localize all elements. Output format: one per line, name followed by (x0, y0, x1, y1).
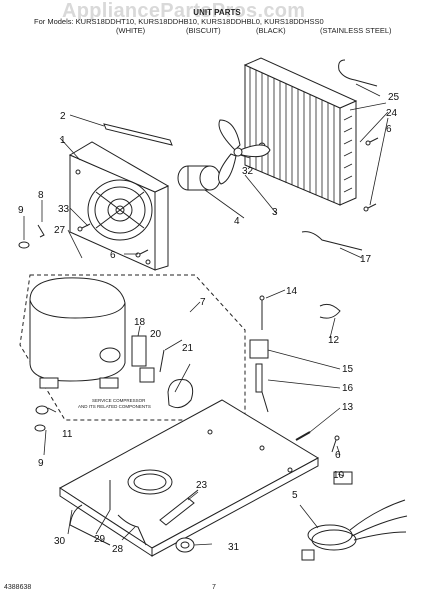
callout-8: 8 (38, 190, 44, 201)
callout-9-bottom: 9 (38, 458, 44, 469)
color-stainless: (STAINLESS STEEL) (320, 26, 392, 35)
callout-30: 30 (54, 536, 66, 547)
compressor (29, 277, 126, 389)
connector-13 (295, 431, 311, 441)
callout-3: 3 (272, 207, 278, 218)
callout-6-top: 6 (386, 124, 392, 135)
service-note-line-2: AND ITS RELATED COMPONENTS (78, 404, 151, 409)
grommets (18, 241, 49, 432)
callout-18: 18 (134, 317, 146, 328)
callout-23: 23 (196, 480, 208, 491)
process-tube-28 (117, 514, 147, 546)
power-cord (301, 499, 408, 561)
callout-16: 16 (342, 383, 354, 394)
callout-32: 32 (242, 166, 254, 177)
callout-24: 24 (386, 108, 398, 119)
callout-14: 14 (286, 286, 298, 297)
color-biscuit: (BISCUIT) (186, 26, 221, 35)
drier (159, 489, 199, 526)
relay-overload (131, 335, 194, 409)
callout-11: 11 (62, 429, 73, 440)
doc-number: 4388638 (4, 584, 32, 591)
callout-28: 28 (112, 544, 124, 555)
callout-25: 25 (388, 92, 400, 103)
base-pan (59, 399, 320, 557)
callout-numbers: 1 2 3 4 5 6 6 6 7 8 9 9 10 11 12 13 14 1… (18, 92, 400, 555)
callout-15: 15 (342, 364, 354, 375)
callout-29: 29 (94, 534, 106, 545)
service-note-line-1: SERVICE COMPRESSOR (92, 398, 146, 403)
callout-1: 1 (60, 135, 66, 146)
callout-12: 12 (328, 335, 340, 346)
callout-20: 20 (150, 329, 162, 340)
callout-31: 31 (228, 542, 240, 553)
gasket (103, 123, 173, 146)
tube-25 (338, 59, 378, 87)
callout-4: 4 (234, 216, 240, 227)
thermostat (249, 295, 269, 413)
callout-10: 10 (333, 470, 345, 481)
leader-lines (23, 83, 389, 546)
fan-motor (177, 165, 229, 191)
bracket-10 (333, 471, 353, 485)
process-tube-30 (69, 504, 111, 546)
service-note: SERVICE COMPRESSOR AND ITS RELATED COMPO… (78, 398, 151, 409)
tubing-12 (319, 303, 341, 319)
fan-shroud (68, 141, 170, 271)
callout-21: 21 (182, 343, 194, 354)
watermark: AppliancePartsPros.com (62, 0, 306, 22)
callout-17: 17 (360, 254, 372, 265)
callout-27: 27 (54, 225, 66, 236)
color-black: (BLACK) (256, 26, 286, 35)
callout-33: 33 (58, 204, 70, 215)
callout-13: 13 (342, 402, 354, 413)
color-white: (WHITE) (116, 26, 146, 35)
callout-6-base: 6 (335, 450, 341, 461)
callout-2: 2 (60, 111, 66, 122)
callout-6-shroud: 6 (110, 250, 116, 261)
fan-blade (218, 119, 271, 185)
screws (77, 137, 379, 453)
wire-harness-17 (301, 231, 363, 251)
callout-5: 5 (292, 490, 298, 501)
page-title: UNIT PARTS (193, 8, 241, 17)
condenser (243, 57, 358, 206)
page-number: 7 (212, 584, 216, 591)
callout-7: 7 (200, 297, 206, 308)
foot (175, 537, 195, 553)
callout-9-top: 9 (18, 205, 24, 216)
clip (37, 224, 45, 238)
models-line: For Models: KURS18DDHT10, KURS18DDHB10, … (34, 17, 324, 26)
